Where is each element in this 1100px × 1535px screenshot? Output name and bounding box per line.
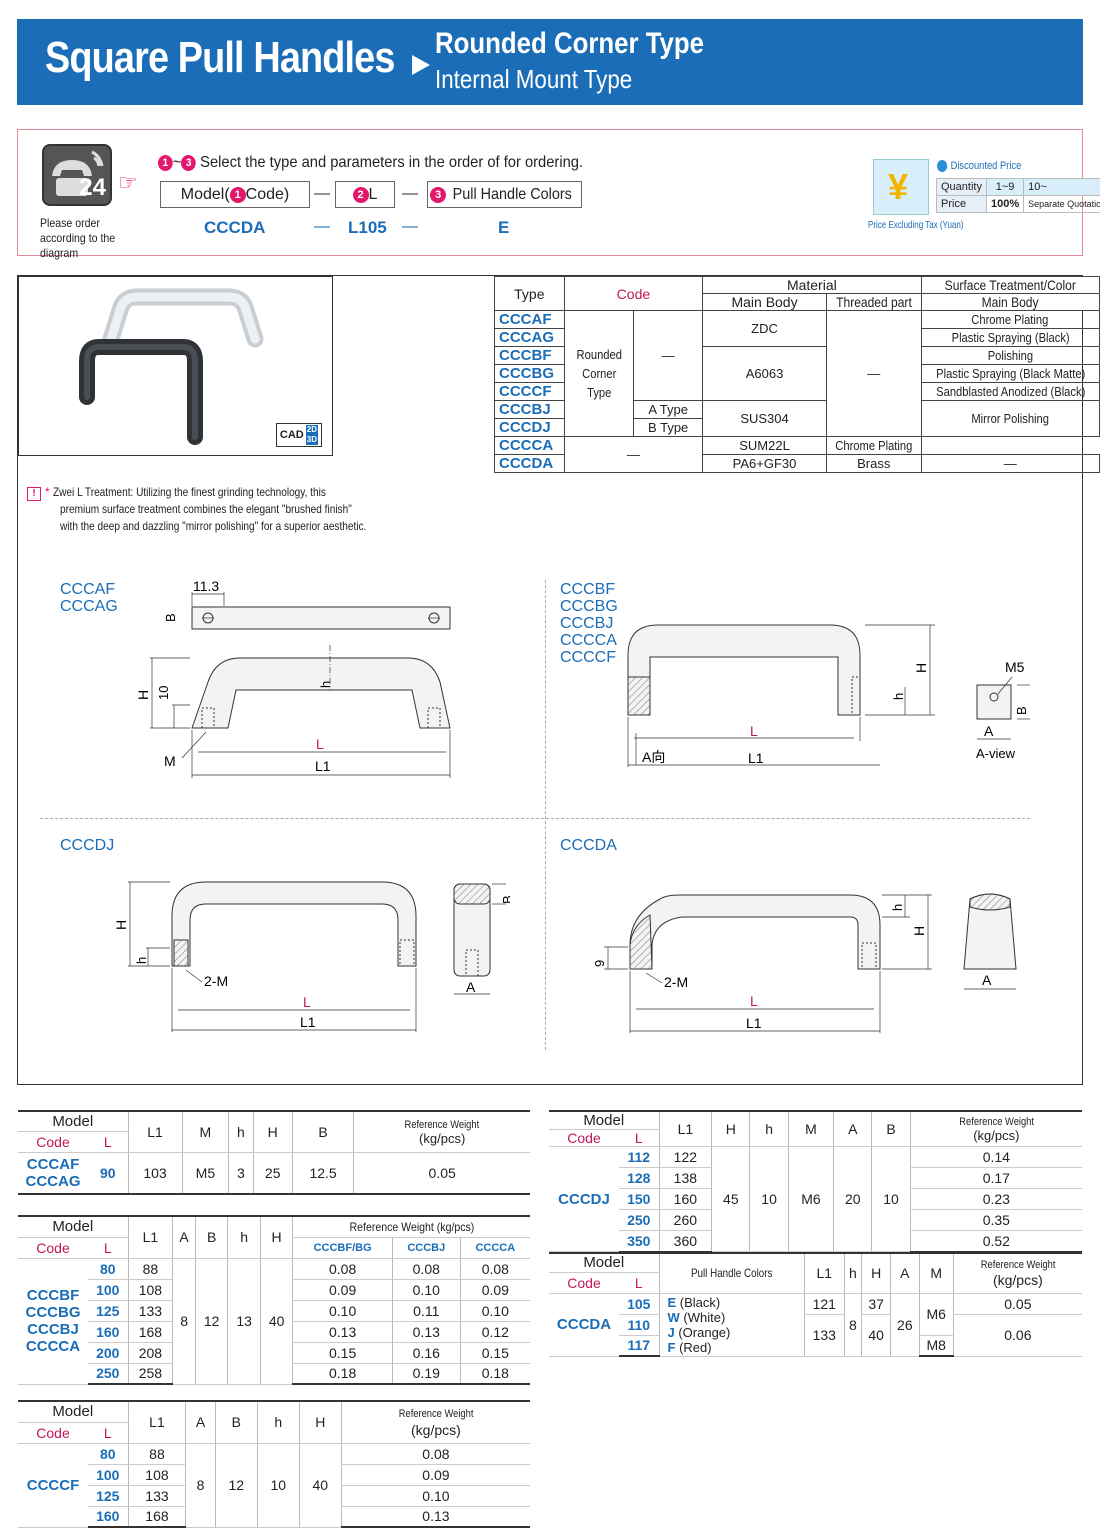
- type-code: CCCCF: [494, 382, 565, 402]
- drawing-cccdj: H h 2-M L L1 B A: [113, 881, 510, 1032]
- type-code: CCCDA: [494, 454, 565, 474]
- svg-text:L: L: [750, 723, 758, 739]
- svg-text:L1: L1: [300, 1014, 316, 1030]
- svg-text:B: B: [500, 895, 510, 904]
- drawing-cccaf: 11.3 B H 10 h L L1 M: [135, 578, 451, 778]
- example-code: CCCDA: [204, 218, 266, 237]
- treatment-note: !* Zwei L Treatment: Utilizing the fines…: [27, 484, 467, 535]
- separator: —: [314, 185, 330, 202]
- svg-text:H: H: [113, 920, 129, 930]
- svg-text:9: 9: [592, 960, 607, 967]
- svg-text:H: H: [911, 926, 927, 936]
- svg-text:M: M: [164, 753, 176, 769]
- step-instruction: 1~3 Select the type and parameters in th…: [158, 154, 583, 172]
- drawing-cccbf: H h L L1 A向 M5 B A A-view: [627, 624, 1030, 767]
- svg-text:L: L: [750, 993, 758, 1009]
- svg-text:11.3: 11.3: [193, 578, 219, 594]
- page-header: Square Pull Handles Rounded Corner Type …: [17, 19, 1083, 105]
- svg-text:L: L: [303, 994, 311, 1010]
- order-panel: 24 Please order according to the diagram…: [17, 129, 1100, 260]
- drawing-cccda: H h 9 2-M L L1 A: [592, 893, 1017, 1033]
- warning-icon: !: [27, 487, 41, 501]
- svg-text:L1: L1: [315, 758, 331, 774]
- yen-icon: ¥: [873, 159, 929, 215]
- type-code: CCCAF: [494, 310, 565, 330]
- svg-text:2-M: 2-M: [664, 974, 688, 990]
- drawing-divider: [40, 818, 1030, 819]
- example-length: L105: [348, 218, 387, 237]
- svg-text:h: h: [890, 904, 905, 911]
- material-spec-table: Type Code Material Surface Treatment/Col…: [494, 275, 1100, 474]
- svg-text:H: H: [135, 690, 151, 700]
- svg-text:h: h: [134, 957, 149, 964]
- svg-text:2-M: 2-M: [204, 973, 228, 989]
- type-code: CCCBJ: [494, 400, 565, 420]
- drawing-codes: CCCDA: [560, 837, 617, 854]
- spec-panel: [17, 275, 1083, 1085]
- svg-text:A: A: [982, 972, 992, 988]
- discount-title: Discounted Price: [937, 160, 1021, 173]
- type-code: CCCDJ: [494, 418, 565, 438]
- dim-table-cccaf: Model L1 M h H B Reference Weight(kg/pcs…: [18, 1110, 530, 1195]
- drawing-divider: [545, 580, 546, 1050]
- handle-image: [79, 288, 264, 445]
- svg-text:A: A: [984, 723, 994, 739]
- example-color: E: [498, 218, 510, 237]
- svg-text:A: A: [466, 979, 476, 995]
- separator: —: [314, 218, 330, 235]
- drawing-codes: CCCDJ: [60, 837, 115, 854]
- title-arrow-icon: [412, 55, 430, 75]
- page-title: Square Pull Handles: [45, 33, 395, 82]
- dim-table-ccccf: Model L1 A B h H Reference Weight(kg/pcs…: [18, 1400, 530, 1528]
- svg-text:A-view: A-view: [976, 746, 1016, 761]
- svg-text:L: L: [316, 736, 324, 752]
- svg-text:h: h: [318, 681, 333, 688]
- type-code: CCCBF: [494, 346, 565, 366]
- svg-text:h: h: [891, 693, 906, 700]
- svg-text:B: B: [1014, 706, 1029, 715]
- page-subtitle-2: Internal Mount Type: [435, 64, 633, 94]
- svg-text:L1: L1: [746, 1015, 762, 1031]
- svg-text:M5: M5: [1005, 659, 1025, 675]
- svg-text:L1: L1: [748, 750, 764, 766]
- order-note: Please order according to the diagram: [40, 216, 116, 260]
- page-subtitle: Rounded Corner Type: [435, 27, 705, 60]
- svg-text:10: 10: [156, 686, 171, 700]
- dim-table-cccbf: Model L1 A B h H Reference Weight (kg/pc…: [18, 1215, 530, 1385]
- separator: —: [402, 185, 418, 202]
- svg-text:B: B: [163, 613, 178, 622]
- dim-table-cccda: Model Pull Handle Colors L1 h H A M Refe…: [549, 1252, 1082, 1357]
- pointing-hand-icon: ☞: [118, 170, 138, 195]
- type-code: CCCBG: [494, 364, 565, 384]
- price-tax-note: Price Excluding Tax (Yuan): [868, 220, 964, 231]
- type-code: CCCAG: [494, 328, 565, 348]
- dim-table-cccdj: Model L1 H h M A B Reference Weight(kg/p…: [549, 1110, 1082, 1253]
- type-code: CCCCA: [494, 436, 565, 456]
- svg-text:A向: A向: [642, 749, 665, 765]
- svg-text:H: H: [913, 663, 929, 673]
- separator: —: [402, 218, 418, 235]
- phone-icon: 24: [42, 144, 112, 206]
